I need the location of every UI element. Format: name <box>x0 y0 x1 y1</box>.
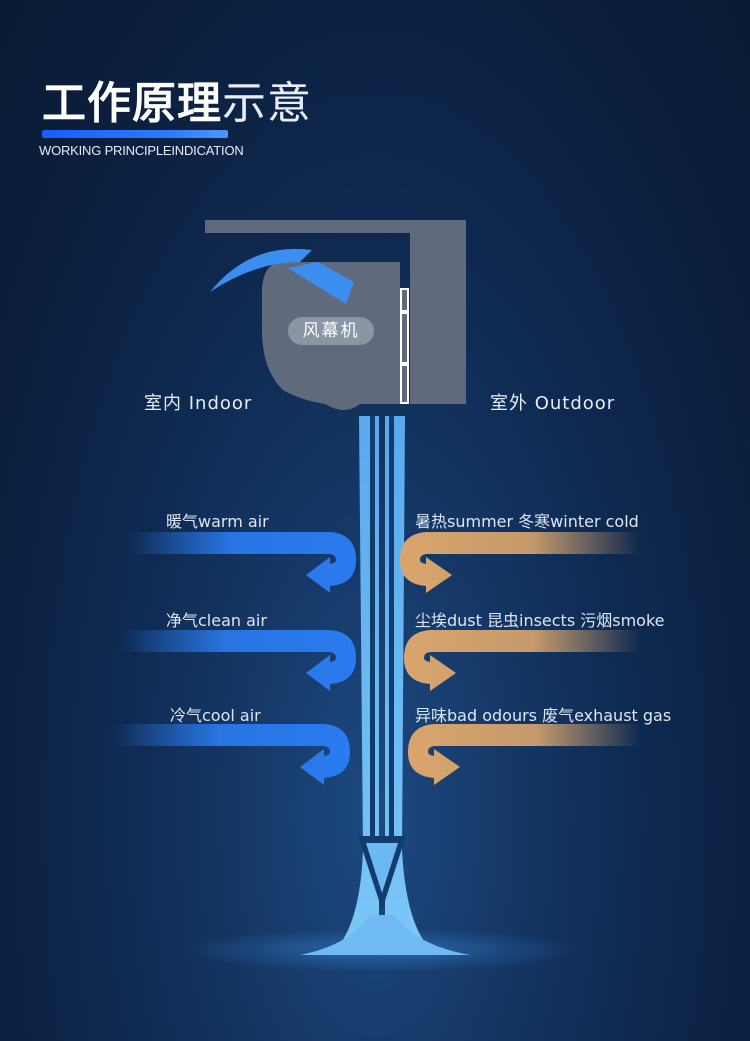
outdoor-air-label-odours: 异味bad odours 废气exhaust gas <box>415 706 672 725</box>
device-label: 风幕机 <box>288 317 374 345</box>
outdoor-arrow-1 <box>400 532 640 593</box>
device-grille <box>400 288 409 404</box>
indoor-air-label-clean: 净气clean air <box>166 611 267 630</box>
outdoor-arrow-3 <box>408 724 640 785</box>
indoor-arrow-2 <box>120 630 356 691</box>
air-intake-flow <box>210 248 312 292</box>
title-bold: 工作原理 <box>42 78 222 129</box>
title-underline <box>42 130 228 138</box>
wall-bracket <box>205 220 466 404</box>
floor-spread <box>300 915 470 955</box>
indoor-air-label-cool: 冷气cool air <box>170 706 261 725</box>
indoor-arrow-1 <box>128 532 356 593</box>
air-jet-left <box>330 416 379 955</box>
outdoor-air-label-pollutants: 尘埃dust 昆虫insects 污烟smoke <box>415 611 665 630</box>
air-curtain <box>300 416 470 955</box>
outdoor-label: 室外 Outdoor <box>490 393 616 414</box>
air-jet-right <box>385 416 436 955</box>
page-title: 工作原理示意 <box>42 78 312 130</box>
outdoor-air-label-weather: 暑热summer 冬寒winter cold <box>415 512 639 531</box>
down-arrow-icon <box>358 416 406 910</box>
indoor-label: 室内 Indoor <box>144 393 253 414</box>
intake-arrow-icon <box>288 262 354 304</box>
outdoor-arrow-2 <box>404 630 640 691</box>
page-subtitle: WORKING PRINCIPLEINDICATION <box>39 143 244 158</box>
title-light: 示意 <box>222 78 312 129</box>
indoor-arrow-3 <box>112 724 350 785</box>
air-curtain-machine <box>205 220 466 410</box>
indoor-air-label-warm: 暖气warm air <box>166 512 269 531</box>
